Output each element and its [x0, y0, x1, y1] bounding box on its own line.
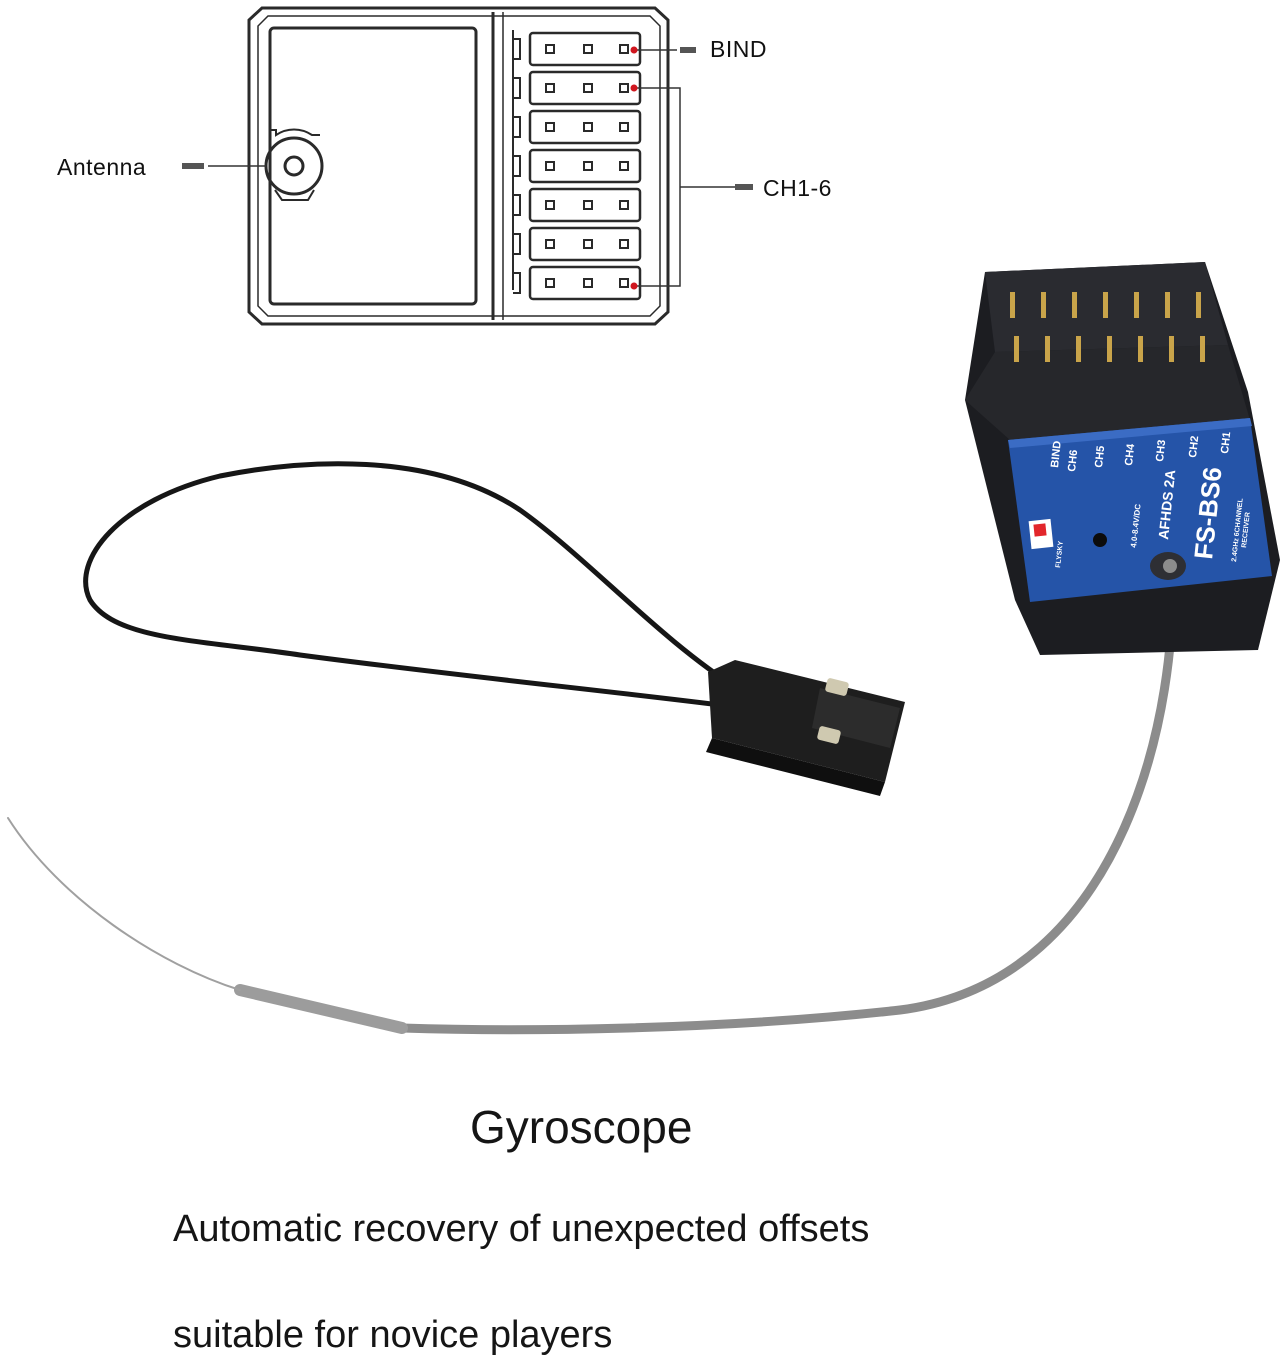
pin: [583, 83, 593, 93]
pin: [545, 44, 555, 54]
receiver-pin: [1041, 292, 1046, 318]
recv-pin-label: CH4: [1123, 442, 1137, 466]
pin-row-tab: [513, 272, 521, 294]
ch6-pin-marker: [630, 282, 638, 290]
recv-pin-label: BIND: [1049, 440, 1064, 468]
pin-row-tab: [513, 233, 521, 255]
diagram-leaders: [182, 47, 753, 287]
receiver-brand: FLYSKY: [1055, 540, 1065, 568]
bind-plug: [706, 660, 905, 796]
receiver-pin: [1103, 292, 1108, 318]
receiver-pin: [1014, 336, 1019, 362]
caption-title: Gyroscope: [470, 1101, 693, 1153]
pin-row: [528, 226, 642, 262]
receiver-pin: [1165, 292, 1170, 318]
receiver-unit: BIND CH6 CH5 CH4 CH3 CH2 CH1 FS-BS6 AFHD…: [965, 262, 1280, 655]
pin-row: [528, 187, 642, 223]
receiver-pin: [1010, 292, 1015, 318]
pin-row-tab: [513, 155, 521, 177]
pin: [583, 278, 593, 288]
pin: [583, 122, 593, 132]
pin: [619, 83, 629, 93]
receiver-pin: [1138, 336, 1143, 362]
receiver-pin: [1196, 292, 1201, 318]
recv-pin-label: CH5: [1093, 445, 1107, 468]
pin: [583, 44, 593, 54]
status-led: [1093, 533, 1107, 547]
channels-label: CH1-6: [763, 175, 832, 201]
receiver-pin: [1072, 292, 1077, 318]
recv-pin-label: CH2: [1187, 435, 1201, 458]
pin: [619, 122, 629, 132]
pin: [545, 278, 555, 288]
pin: [545, 200, 555, 210]
receiver-pin: [1107, 336, 1112, 362]
receiver-pin: [1134, 292, 1139, 318]
pin: [619, 239, 629, 249]
antenna-wire: [7, 565, 1177, 1035]
pin: [583, 200, 593, 210]
caption-feature-2: suitable for novice players: [173, 1314, 613, 1356]
receiver-pin: [1045, 336, 1050, 362]
recv-pin-label: CH3: [1154, 439, 1168, 462]
bind-label: BIND: [710, 36, 767, 62]
pin-row: [528, 31, 642, 67]
bind-cable: [83, 461, 743, 708]
pin: [619, 278, 629, 288]
pin-row-tab: [513, 194, 521, 216]
receiver-protocol: AFHDS 2A: [1155, 469, 1178, 540]
recv-pin-label: CH6: [1066, 449, 1080, 472]
pin: [619, 161, 629, 171]
pin-row: [528, 148, 642, 184]
bind-pin-marker: [630, 46, 638, 54]
pin: [619, 200, 629, 210]
recv-pin-label: CH1: [1219, 431, 1233, 454]
pin-row-tab: [513, 116, 521, 138]
pin-row-tab: [513, 38, 521, 60]
pin: [583, 239, 593, 249]
receiver-spec: RECEIVER: [1241, 512, 1252, 548]
ch1-pin-marker: [630, 84, 638, 92]
pin: [545, 122, 555, 132]
pin-row-tab: [513, 77, 521, 99]
receiver-schematic: [247, 6, 670, 326]
pin: [545, 83, 555, 93]
pin: [583, 161, 593, 171]
pin: [545, 161, 555, 171]
pin-header: [513, 31, 642, 301]
pin: [545, 239, 555, 249]
receiver-pin: [1200, 336, 1205, 362]
antenna-label: Antenna: [57, 154, 147, 180]
receiver-pin: [1076, 336, 1081, 362]
pin: [619, 44, 629, 54]
caption-feature-1: Automatic recovery of unexpected offsets: [173, 1208, 870, 1250]
receiver-pin: [1169, 336, 1174, 362]
pin-row: [528, 265, 642, 301]
pin-row: [528, 109, 642, 145]
